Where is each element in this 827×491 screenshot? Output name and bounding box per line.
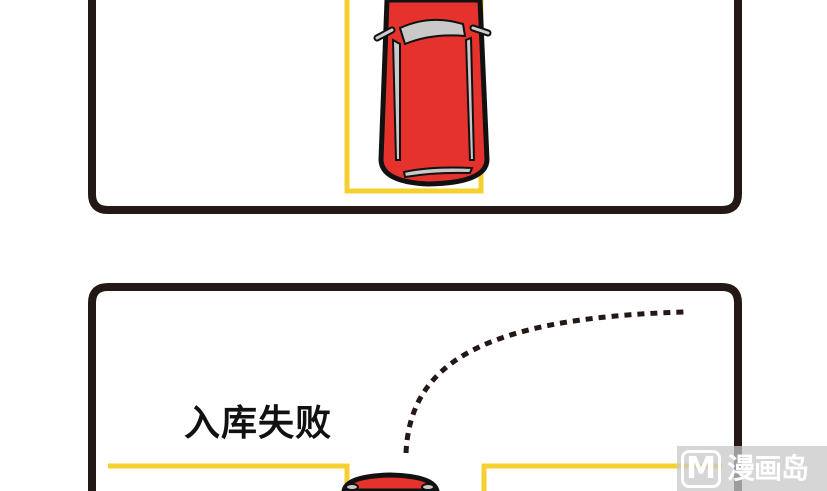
- red-car-top: [373, 0, 492, 187]
- parking-line-right: [481, 463, 722, 491]
- red-car-bottom: [341, 472, 440, 491]
- watermark: M 漫画岛: [677, 446, 827, 491]
- bottom-panel-frame: [88, 283, 742, 491]
- watermark-logo: M: [681, 449, 721, 488]
- watermark-text: 漫画岛: [727, 451, 809, 485]
- caption-parking-failed: 入库失败: [184, 403, 333, 444]
- car-trajectory-dotted: [403, 309, 686, 454]
